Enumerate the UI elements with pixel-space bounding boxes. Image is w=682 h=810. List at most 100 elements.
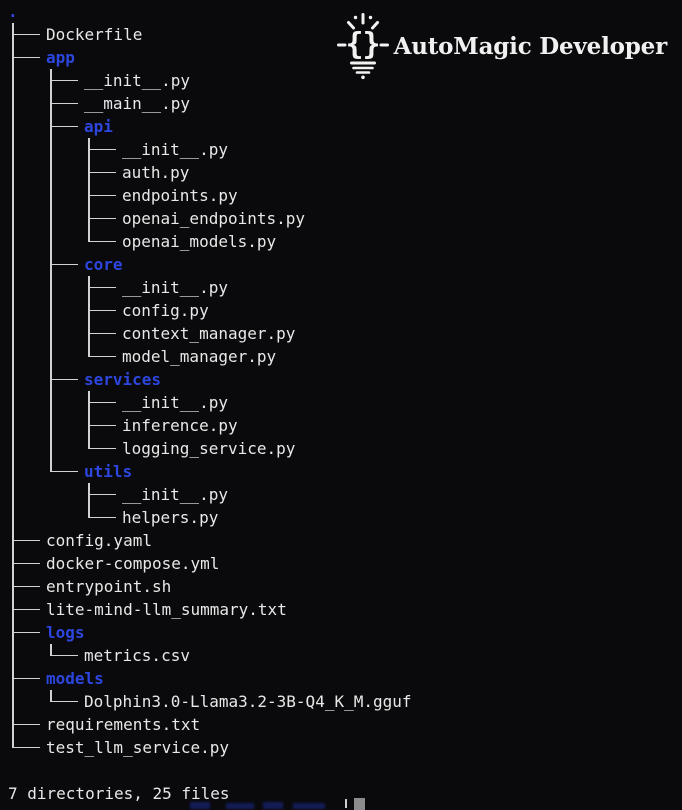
tree-row-file: Dockerfile — [8, 23, 412, 46]
svg-text:{: { — [345, 27, 363, 62]
tree-connector-tee — [84, 207, 122, 230]
tree-connector-pipe — [46, 138, 84, 161]
logo-text: AutoMagic Developer — [393, 32, 668, 60]
tree-row-directory: app — [8, 46, 412, 69]
tree-connector-pipe — [46, 207, 84, 230]
file-name: __main__.py — [84, 94, 190, 113]
tree-connector-pipe — [8, 368, 46, 391]
tree-connector-tee — [46, 92, 84, 115]
tree-connector-tee — [84, 414, 122, 437]
tree-connector-tee — [46, 115, 84, 138]
tree-connector-pipe — [46, 299, 84, 322]
tree-connector-pipe — [46, 437, 84, 460]
tree-row-file: requirements.txt — [8, 713, 412, 736]
tree-connector-pipe — [8, 345, 46, 368]
tree-connector-pipe — [8, 161, 46, 184]
tree-connector-tee — [8, 23, 46, 46]
tree-row-directory: services — [8, 368, 412, 391]
directory-name: services — [84, 370, 162, 389]
tree-row-file: __init__.py — [8, 69, 412, 92]
directory-name: utils — [84, 462, 133, 481]
file-name: lite-mind-llm_summary.txt — [46, 600, 287, 619]
tree-connector-tee — [8, 713, 46, 736]
svg-text:}: } — [362, 27, 380, 62]
directory-name: core — [84, 255, 123, 274]
file-name: __init__.py — [84, 71, 190, 90]
tree-connector-tee — [8, 529, 46, 552]
tree-connector-tee — [46, 368, 84, 391]
tree-connector-pipe — [8, 322, 46, 345]
tree-row-file: model_manager.py — [8, 345, 412, 368]
clipped-prompt-fragment — [263, 802, 283, 809]
tree-row-file: config.py — [8, 299, 412, 322]
tree-connector-tee — [46, 253, 84, 276]
directory-name: models — [46, 669, 104, 688]
tree-row-file: openai_models.py — [8, 230, 412, 253]
tree-connector-tee — [8, 575, 46, 598]
file-name: __init__.py — [122, 485, 228, 504]
file-name: helpers.py — [122, 508, 219, 527]
tree-connector-pipe — [46, 276, 84, 299]
tree-connector-pipe — [46, 322, 84, 345]
file-name: inference.py — [122, 416, 238, 435]
tree-connector-elbow — [84, 437, 122, 460]
tree-connector-pipe — [8, 506, 46, 529]
file-name: Dolphin3.0-Llama3.2-3B-Q4_K_M.gguf — [84, 692, 412, 711]
tree-row-file: docker-compose.yml — [8, 552, 412, 575]
tree-connector-tee — [84, 483, 122, 506]
tree-connector-pipe — [8, 690, 46, 713]
tree-connector-elbow — [84, 230, 122, 253]
tree-row-file: __main__.py — [8, 92, 412, 115]
lightbulb-braces-icon: { } — [336, 13, 389, 80]
tree-row-file: logging_service.py — [8, 437, 412, 460]
tree-connector-tee — [46, 69, 84, 92]
tree-connector-pipe — [8, 276, 46, 299]
tree-row-file: context_manager.py — [8, 322, 412, 345]
tree-row-file: __init__.py — [8, 138, 412, 161]
tree-connector-tee — [84, 322, 122, 345]
tree-connector-pipe — [46, 391, 84, 414]
file-name: requirements.txt — [46, 715, 201, 734]
tree-connector-pipe — [8, 138, 46, 161]
tree-connector-tee — [84, 184, 122, 207]
tree-connector-tee — [8, 552, 46, 575]
tree-row-file: endpoints.py — [8, 184, 412, 207]
file-name: __init__.py — [122, 278, 228, 297]
tree-connector-pipe — [8, 460, 46, 483]
tree-row-directory: utils — [8, 460, 412, 483]
tree-connector-elbow — [8, 736, 46, 759]
tree-connector-elbow — [46, 644, 84, 667]
directory-name: app — [46, 48, 75, 67]
tree-row-file: openai_endpoints.py — [8, 207, 412, 230]
file-name: config.py — [122, 301, 209, 320]
tree-connector-elbow — [84, 345, 122, 368]
tree-row-file: __init__.py — [8, 276, 412, 299]
tree-row-file: helpers.py — [8, 506, 412, 529]
tree-connector-tee — [8, 598, 46, 621]
tree-connector-tee — [8, 621, 46, 644]
directory-name: logs — [46, 623, 85, 642]
tree-connector-elbow — [84, 506, 122, 529]
tree-row-directory: models — [8, 667, 412, 690]
clipped-prompt-fragment — [293, 803, 325, 809]
tree-connector-pipe — [8, 483, 46, 506]
tree-connector-elbow — [46, 690, 84, 713]
tree-connector-pipe — [8, 299, 46, 322]
tree-row-file: Dolphin3.0-Llama3.2-3B-Q4_K_M.gguf — [8, 690, 412, 713]
tree-row-directory: api — [8, 115, 412, 138]
tree-row-file: inference.py — [8, 414, 412, 437]
automagic-logo: { } AutoMagic Developer — [336, 12, 668, 80]
tree-connector-pipe — [46, 184, 84, 207]
tree-connector-pipe — [8, 184, 46, 207]
tree-connector-pipe — [46, 414, 84, 437]
tree-connector-tee — [84, 391, 122, 414]
tree-row-file: auth.py — [8, 161, 412, 184]
tree-connector-pipe — [8, 115, 46, 138]
tree-connector-elbow — [46, 460, 84, 483]
tree-connector-pipe — [8, 644, 46, 667]
file-name: Dockerfile — [46, 25, 143, 44]
tree-row-file: test_llm_service.py — [8, 736, 412, 759]
tree-connector-tee — [8, 46, 46, 69]
tree-row-directory: logs — [8, 621, 412, 644]
